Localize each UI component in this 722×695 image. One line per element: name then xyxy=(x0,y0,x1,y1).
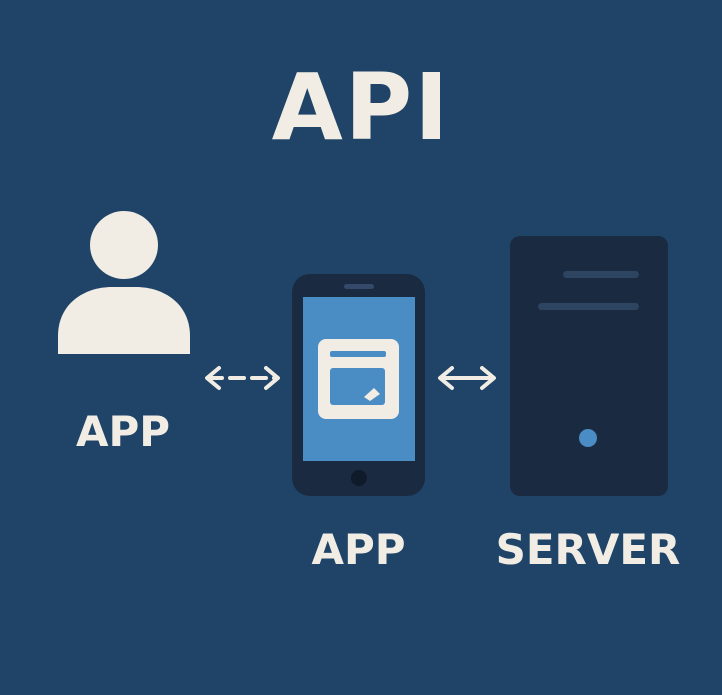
double-arrow-icon xyxy=(205,366,280,390)
diagram-title: API xyxy=(271,54,451,161)
app-label: APP xyxy=(311,525,406,574)
app-window-icon xyxy=(318,339,399,419)
server-icon xyxy=(510,236,668,496)
double-arrow-icon xyxy=(438,366,496,390)
user-label: APP xyxy=(75,407,171,456)
smartphone-icon xyxy=(292,274,425,496)
user-icon xyxy=(58,211,190,354)
server-label: SERVER xyxy=(495,525,681,574)
